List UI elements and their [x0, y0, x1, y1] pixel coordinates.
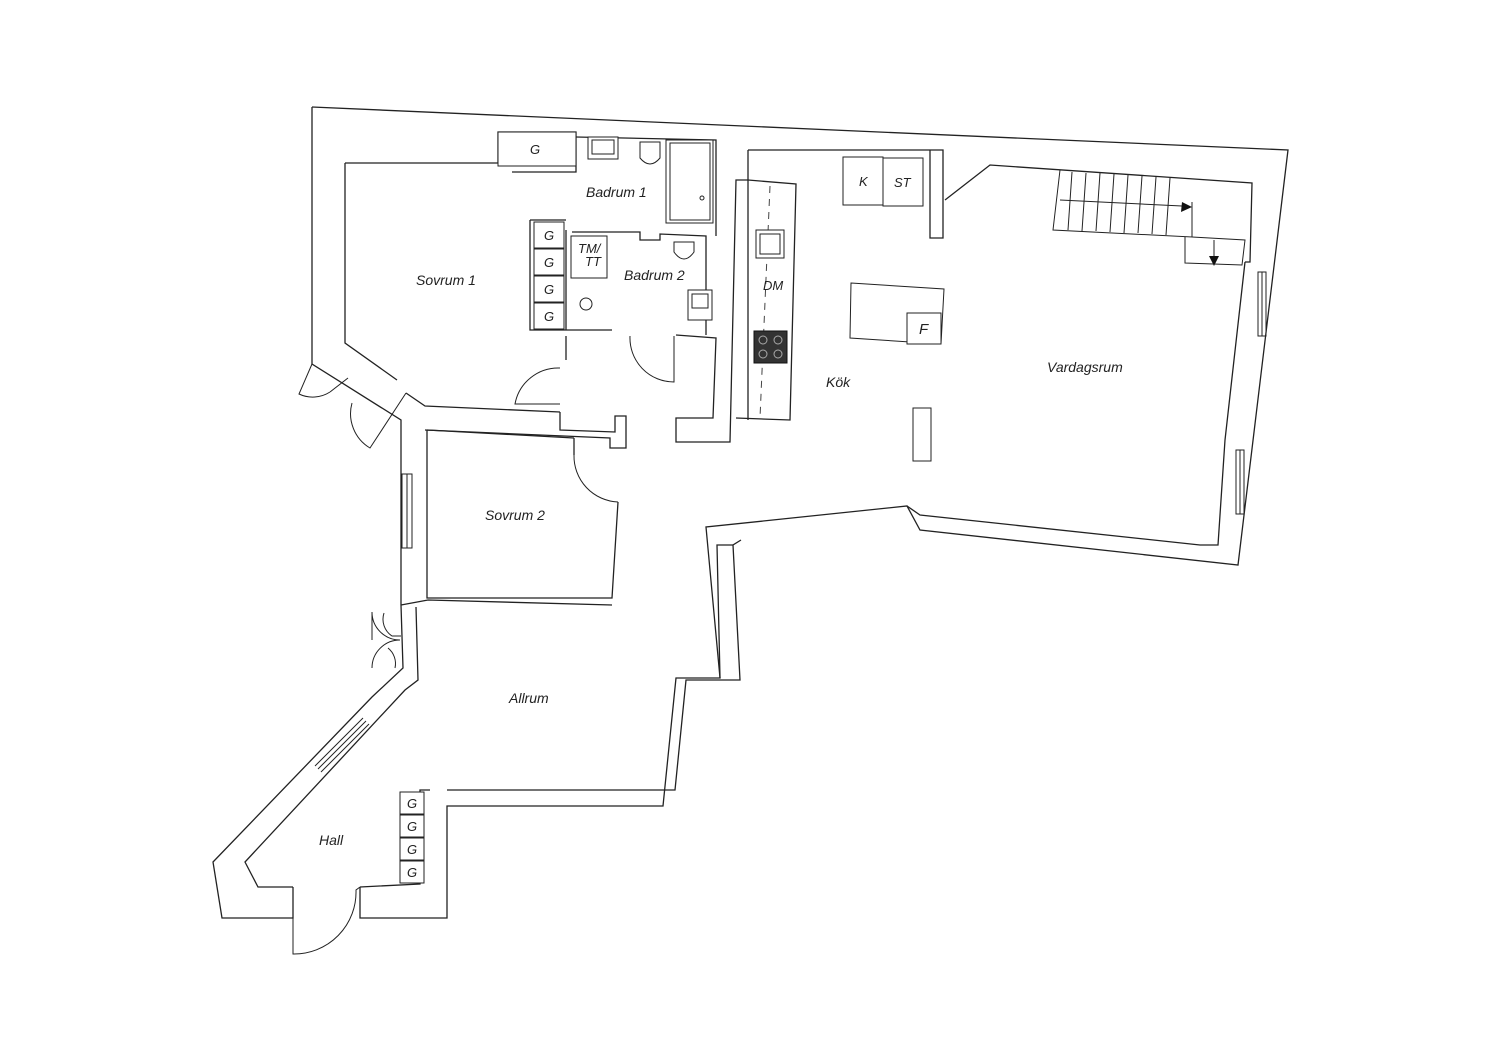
room-labels: Sovrum 1 Badrum 1 Badrum 2 Sovrum 2 Allr…: [319, 184, 1123, 848]
label-badrum-2: Badrum 2: [624, 267, 685, 283]
label-wardrobe-badrum1: G: [530, 142, 540, 157]
label-fridge: K: [859, 174, 869, 189]
label-freezer: F: [919, 321, 929, 338]
label-hall-wardrobe-1: G: [407, 796, 417, 811]
label-sovrum-2: Sovrum 2: [485, 507, 545, 523]
label-hall: Hall: [319, 832, 344, 848]
label-dishwasher: DM: [763, 278, 783, 293]
outer-walls: [212, 106, 1289, 919]
label-badrum-1: Badrum 1: [586, 184, 647, 200]
label-wardrobe-2: G: [544, 255, 554, 270]
label-hall-wardrobe-3: G: [407, 842, 417, 857]
label-tm: TM/: [578, 241, 602, 256]
label-kok: Kök: [826, 374, 851, 390]
label-hall-wardrobe-2: G: [407, 819, 417, 834]
label-wardrobe-1: G: [544, 228, 554, 243]
stove: [753, 330, 788, 364]
label-tt: TT: [585, 254, 602, 269]
label-allrum: Allrum: [508, 690, 549, 706]
interior-walls: [400, 131, 932, 606]
label-wardrobe-4: G: [544, 309, 554, 324]
label-cabinet: ST: [894, 175, 912, 190]
label-sovrum-1: Sovrum 1: [416, 272, 476, 288]
doors: [292, 335, 675, 955]
label-hall-wardrobe-4: G: [407, 865, 417, 880]
fixtures: [399, 131, 1246, 884]
label-vardagsrum: Vardagsrum: [1047, 359, 1123, 375]
label-wardrobe-3: G: [544, 282, 554, 297]
fixture-labels: G G G G G TM/ TT DM K ST F G G G G: [407, 142, 929, 880]
